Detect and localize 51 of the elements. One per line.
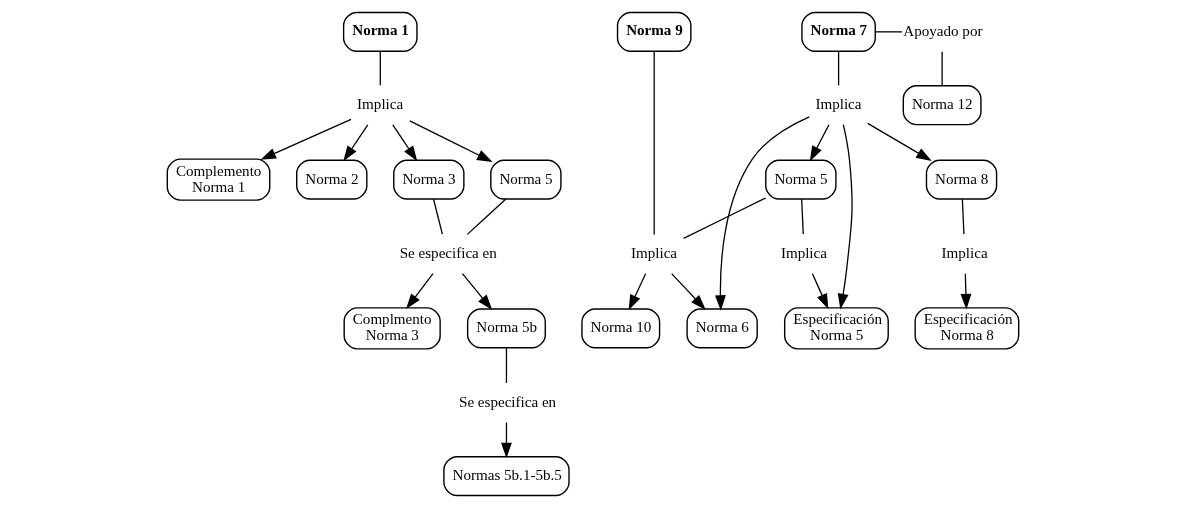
node-box: Norma 3 xyxy=(392,159,465,200)
arrow xyxy=(628,273,646,311)
connector xyxy=(940,51,943,86)
connector xyxy=(837,51,839,86)
node-box: Norma 7 xyxy=(800,11,876,52)
arrow xyxy=(405,273,434,310)
node-box: Norma 5 xyxy=(489,159,562,200)
arrow xyxy=(408,120,493,162)
node-text: Implica xyxy=(780,244,827,261)
arrow xyxy=(259,118,352,160)
arrow xyxy=(837,124,853,310)
node-box: Normas 5b.1-5b.5 xyxy=(442,456,570,497)
node-text: Implica xyxy=(630,244,677,261)
node-box: Norma 5 xyxy=(764,159,837,200)
node-box: Norma 1 xyxy=(342,11,418,52)
node-box: Complmento Norma 3 xyxy=(342,307,441,350)
node-text: Implica xyxy=(356,96,403,113)
node-box: Complemento Norma 1 xyxy=(166,158,270,201)
node-text: Implica xyxy=(814,96,861,113)
connector xyxy=(874,31,903,33)
connector xyxy=(682,197,766,240)
node-box: Norma 9 xyxy=(616,11,692,52)
arrow xyxy=(461,273,492,311)
connector xyxy=(432,198,443,235)
node-text: Se especifica en xyxy=(399,244,497,261)
node-box: Norma 5b xyxy=(466,308,546,349)
connector xyxy=(961,198,965,235)
connector xyxy=(653,50,655,236)
node-box: Norma 2 xyxy=(295,159,367,200)
node-box: Especificación Norma 8 xyxy=(913,307,1019,350)
node-text: Apoyado por xyxy=(902,22,982,39)
node-text: Se especifica en xyxy=(458,393,556,410)
node-box: Norma 10 xyxy=(580,308,660,349)
connector xyxy=(505,347,507,384)
connector xyxy=(466,198,506,235)
arrow xyxy=(714,116,810,311)
arrow xyxy=(670,273,706,310)
arrow xyxy=(391,124,417,162)
arrow xyxy=(500,421,512,459)
node-box: Especificación Norma 5 xyxy=(783,307,889,350)
node-box: Norma 12 xyxy=(902,85,982,126)
node-box: Norma 6 xyxy=(685,308,758,349)
node-box: Norma 8 xyxy=(925,159,997,200)
arrow xyxy=(866,122,932,161)
arrow xyxy=(811,273,828,310)
node-text: Implica xyxy=(941,244,988,261)
connector xyxy=(379,51,381,86)
arrow xyxy=(960,273,971,310)
arrow xyxy=(809,124,830,162)
connector xyxy=(800,198,804,235)
arrow xyxy=(342,124,368,162)
